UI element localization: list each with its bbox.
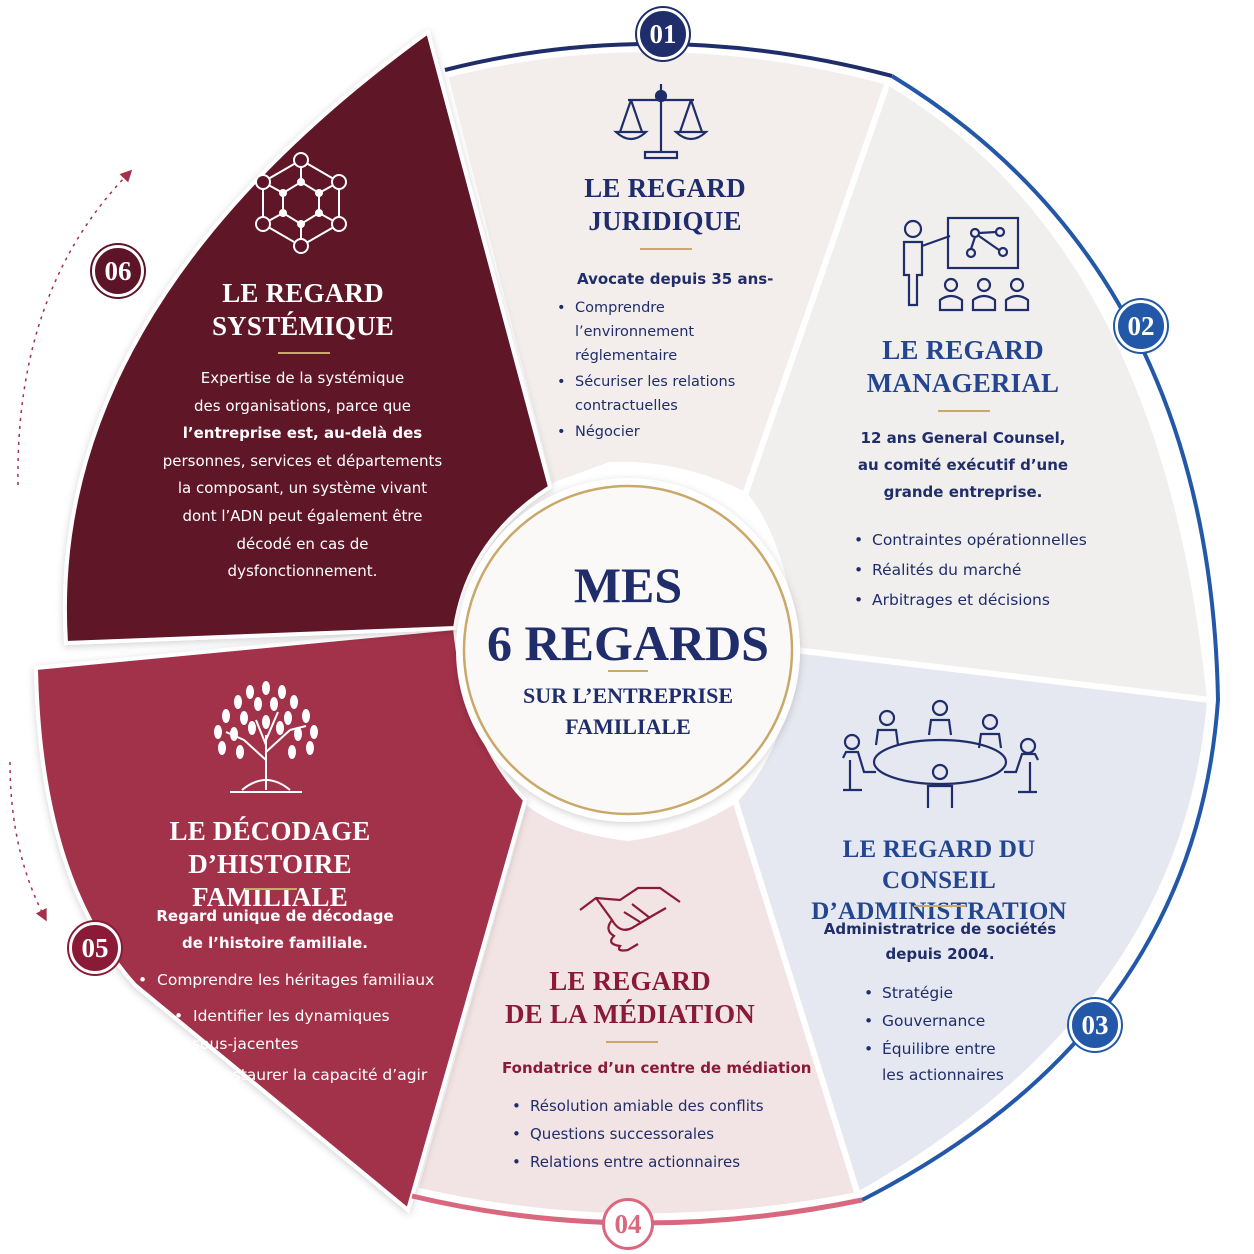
sector-06-para-line: Expertise de la systémique xyxy=(200,369,405,387)
scales-of-justice-icon xyxy=(613,84,709,160)
presenter-meeting-icon xyxy=(902,216,1030,312)
sector-05-bullet-3: • Restaurer la capacité d’agir xyxy=(194,1064,427,1086)
center-title-line2: 6 REGARDS xyxy=(487,615,769,671)
sector-06-title: LE REGARD SYSTÉMIQUE xyxy=(183,277,423,343)
sector-02-bullets: Contraintes opérationnelles Réalités du … xyxy=(854,525,1094,615)
sector-03-bullet: Équilibre entre les actionnaires xyxy=(864,1036,1014,1088)
sector-05-lead-line2: de l’histoire familiale. xyxy=(182,934,368,952)
sector-02-bullet: Arbitrages et décisions xyxy=(854,585,1094,615)
center-subtitle-line2: FAMILIALE xyxy=(565,714,691,739)
sector-05-bullet-text: Comprendre les héritages familiaux xyxy=(157,971,435,989)
sector-02-lead-line1: 12 ans General Counsel, xyxy=(860,429,1066,447)
center-ring xyxy=(462,484,794,816)
sector-04-bullet: Relations entre actionnaires xyxy=(512,1148,772,1176)
handshake-icon xyxy=(579,886,681,952)
sector-02-bullet: Contraintes opérationnelles xyxy=(854,525,1094,555)
sector-05-title: LE DÉCODAGE D’HISTOIRE FAMILIALE xyxy=(110,815,430,914)
sector-02-title-line2: MANAGERIAL xyxy=(866,368,1060,398)
sector-05-bullet-text: Restaurer la capacité d’agir xyxy=(213,1066,428,1084)
center-divider xyxy=(608,670,648,672)
sector-02-lead-line2: au comité exécutif d’une xyxy=(857,456,1069,474)
center-title-line1: MES xyxy=(573,557,683,613)
badge-06: 06 xyxy=(92,245,144,297)
sector-03-title: LE REGARD DU CONSEIL D’ADMINISTRATION xyxy=(780,834,1098,927)
sector-03-bullet: Gouvernance xyxy=(864,1008,1014,1035)
badge-01: 01 xyxy=(637,8,689,60)
bullet-dot: • xyxy=(174,1007,184,1025)
sector-02-lead-line3: grande entreprise. xyxy=(883,483,1043,501)
sector-02-title-line1: LE REGARD xyxy=(882,335,1044,365)
sector-02-title: LE REGARD MANAGERIAL xyxy=(843,334,1083,400)
sector-01-lead: Avocate depuis 35 ans- xyxy=(577,270,774,288)
sector-03-lead-line1: Administratrice de sociétés xyxy=(823,920,1057,938)
sector-06-title-line2: SYSTÉMIQUE xyxy=(211,311,395,341)
bullet-dot: • xyxy=(138,971,148,989)
center-subtitle: SUR L’ENTREPRISE FAMILIALE xyxy=(478,680,778,742)
sector-03-divider xyxy=(914,905,966,907)
sector-02-lead: 12 ans General Counsel, au comité exécut… xyxy=(833,425,1093,506)
bullet-dot: • xyxy=(194,1066,204,1084)
sector-04-divider xyxy=(606,1041,658,1043)
sector-05-lead: Regard unique de décodage de l’histoire … xyxy=(145,903,405,957)
sector-01-title-line1: LE REGARD xyxy=(584,173,746,203)
badge-03: 03 xyxy=(1069,999,1121,1051)
sector-05-lead-line1: Regard unique de décodage xyxy=(156,907,394,925)
sector-06-para-line: personnes, services et départements xyxy=(162,451,443,470)
sector-05-bullet-2: • Identifier les dynamiques sous-jacente… xyxy=(174,1002,402,1058)
sector-06-para-line: des organisations, parce que xyxy=(194,396,411,415)
sector-04-title-line2: DE LA MÉDIATION xyxy=(504,999,756,1029)
sector-04-lead: Fondatrice d’un centre de médiation xyxy=(502,1059,812,1077)
sector-01-bullet: Négocier xyxy=(557,420,787,444)
sector-06-title-line1: LE REGARD xyxy=(222,278,384,308)
boardroom-table-icon xyxy=(842,699,1039,808)
arrow-06-up xyxy=(17,169,133,486)
sector-03-title-line1: LE REGARD DU xyxy=(842,836,1036,863)
badge-02: 02 xyxy=(1115,300,1167,352)
sector-01-title: LE REGARD JURIDIQUE xyxy=(545,172,785,238)
sector-06-para-line: dysfonctionnement. xyxy=(227,562,378,581)
arrow-05-down xyxy=(9,761,47,922)
badge-05: 05 xyxy=(69,922,121,974)
sector-01-bullet: Sécuriser les relations contractuelles xyxy=(557,370,787,418)
sector-03-bullet: Stratégie xyxy=(864,980,1014,1007)
sector-02-divider xyxy=(938,410,990,412)
sector-06-para-line: la composant, un système vivant xyxy=(177,479,428,498)
sector-04-bullet: Questions successorales xyxy=(512,1120,772,1148)
sector-01-divider xyxy=(640,248,692,250)
ring-arc-02-03 xyxy=(861,74,1221,1202)
sector-01-title-line2: JURIDIQUE xyxy=(588,206,742,236)
sector-03-lead-line2: depuis 2004. xyxy=(885,945,995,963)
sector-05-title-line2: D’HISTOIRE FAMILIALE xyxy=(188,849,352,912)
badge-04: 04 xyxy=(602,1198,654,1250)
sector-03-title-line2: CONSEIL D’ADMINISTRATION xyxy=(811,867,1067,925)
center-subtitle-line1: SUR L’ENTREPRISE xyxy=(522,683,734,708)
center-title: MES 6 REGARDS xyxy=(478,556,778,672)
sector-05-divider xyxy=(245,888,297,890)
sector-05-bullet-text: Identifier les dynamiques sous-jacentes xyxy=(192,1007,390,1053)
network-hexagon-icon xyxy=(255,152,347,254)
sector-03-bullets: Stratégie Gouvernance Équilibre entre le… xyxy=(864,980,1014,1088)
sector-06-divider xyxy=(278,352,330,354)
sector-01-bullet: Comprendre l’environnement réglementaire xyxy=(557,296,787,368)
sector-02-bullet: Réalités du marché xyxy=(854,555,1094,585)
sector-01-bullets: Comprendre l’environnement réglementaire… xyxy=(557,296,787,444)
sector-06-para-line: décodé en cas de xyxy=(236,534,369,553)
sector-06-para-line: dont l’ADN peut également être xyxy=(182,506,423,525)
sector-05-title-line1: LE DÉCODAGE xyxy=(169,816,371,846)
sector-04-title-line1: LE REGARD xyxy=(549,966,711,996)
sector-04-bullet: Résolution amiable des conflits xyxy=(512,1092,772,1120)
sector-03-lead: Administratrice de sociétés depuis 2004. xyxy=(810,917,1070,967)
sector-04-bullets: Résolution amiable des conflits Question… xyxy=(512,1092,772,1176)
sector-06-para-line: l’entreprise est, au-delà des xyxy=(182,424,423,443)
sector-06-paragraph: Expertise de la systémique des organisat… xyxy=(150,365,455,586)
sector-05-bullet-1: • Comprendre les héritages familiaux xyxy=(138,969,434,991)
family-tree-icon xyxy=(214,681,318,793)
sector-04-title: LE REGARD DE LA MÉDIATION xyxy=(490,965,770,1031)
